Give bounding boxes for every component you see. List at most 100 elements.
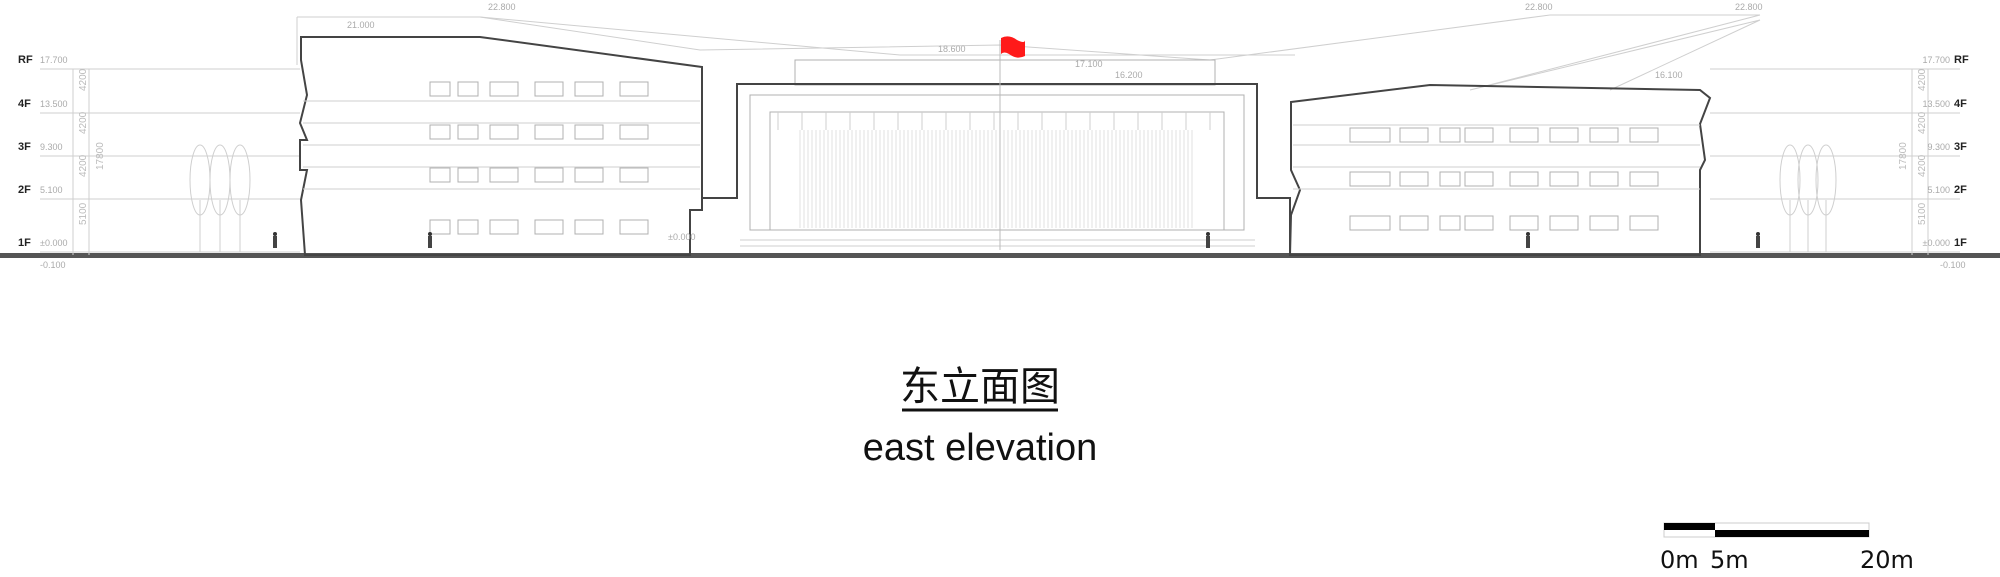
- window: [457, 81, 479, 97]
- window: [1399, 127, 1429, 143]
- drawing-title-en: east elevation: [863, 427, 1098, 469]
- window: [1509, 171, 1539, 187]
- floor-height-label: 4200: [1917, 154, 1928, 177]
- svg-text:22.800: 22.800: [1525, 2, 1553, 12]
- level-name: 3F: [18, 141, 31, 153]
- window: [1589, 215, 1619, 231]
- total-height-label: 17800: [1898, 142, 1909, 170]
- floor-height-label: 4200: [1917, 68, 1928, 91]
- svg-text:0m: 0m: [1660, 546, 1699, 574]
- level-elevation: 9.300: [1927, 142, 1950, 152]
- level-elevation: 5.100: [1927, 185, 1950, 195]
- person-icon: [428, 232, 432, 236]
- window: [429, 124, 451, 140]
- window: [1349, 171, 1391, 187]
- floor-height-label: 5100: [78, 202, 89, 225]
- trees: [189, 144, 1837, 252]
- window: [619, 81, 649, 97]
- window: [1629, 215, 1659, 231]
- window: [619, 219, 649, 235]
- left-wing: [298, 36, 703, 256]
- window: [429, 167, 451, 183]
- level-name: RF: [1954, 54, 1969, 66]
- window: [1509, 127, 1539, 143]
- window: [489, 219, 519, 235]
- center-hall: [689, 59, 1291, 255]
- ground-elevation: -0.100: [1940, 260, 1966, 270]
- floor-height-label: 5100: [1917, 202, 1928, 225]
- level-name: RF: [18, 54, 33, 66]
- floor-height-label: 4200: [78, 68, 89, 91]
- window: [1464, 127, 1494, 143]
- window: [1549, 127, 1579, 143]
- floor-height-label: 4200: [1917, 111, 1928, 134]
- window: [574, 167, 604, 183]
- window: [429, 219, 451, 235]
- window: [1549, 215, 1579, 231]
- svg-text:17.100: 17.100: [1075, 59, 1103, 69]
- window: [457, 219, 479, 235]
- window: [534, 219, 564, 235]
- svg-text:18.600: 18.600: [938, 44, 966, 54]
- level-name: 4F: [18, 98, 31, 110]
- window: [1439, 215, 1461, 231]
- window: [489, 167, 519, 183]
- window: [574, 81, 604, 97]
- window: [1629, 127, 1659, 143]
- window: [489, 124, 519, 140]
- drawing-title-cn: 东立面图: [900, 364, 1060, 410]
- window: [1399, 215, 1429, 231]
- svg-text:16.200: 16.200: [1115, 70, 1143, 80]
- flag-icon: [1001, 36, 1025, 58]
- total-height-label: 17800: [95, 142, 106, 170]
- level-elevation: ±0.000: [1923, 238, 1950, 248]
- level-name: 1F: [18, 237, 31, 249]
- window: [1464, 171, 1494, 187]
- person-icon: [1206, 232, 1210, 236]
- window: [429, 81, 451, 97]
- person-icon: [1756, 232, 1760, 236]
- elevation-marks: 21.000 22.800 18.600 17.100 16.200 22.80…: [347, 2, 1763, 242]
- window: [1349, 215, 1391, 231]
- window: [534, 124, 564, 140]
- window: [1439, 127, 1461, 143]
- person-icon: [1526, 232, 1530, 236]
- svg-text:22.800: 22.800: [488, 2, 516, 12]
- ground-elevation: -0.100: [40, 260, 66, 270]
- level-name: 2F: [1954, 184, 1967, 196]
- window: [1439, 171, 1461, 187]
- window: [1464, 215, 1494, 231]
- window: [1349, 127, 1391, 143]
- svg-text:5m: 5m: [1710, 546, 1749, 574]
- level-name: 4F: [1954, 98, 1967, 110]
- svg-text:20m: 20m: [1860, 546, 1914, 574]
- window: [1629, 171, 1659, 187]
- level-elevation: 9.300: [40, 142, 63, 152]
- floor-height-label: 4200: [78, 111, 89, 134]
- right-wing: [1288, 83, 1712, 256]
- ground-line: [0, 253, 2000, 258]
- window: [489, 81, 519, 97]
- person-icon: [273, 232, 277, 236]
- window: [574, 124, 604, 140]
- window: [1399, 171, 1429, 187]
- level-elevation: 13.500: [40, 99, 68, 109]
- window: [574, 219, 604, 235]
- level-name: 3F: [1954, 141, 1967, 153]
- window: [619, 124, 649, 140]
- roof-canopy: [296, 14, 1761, 91]
- flag: [999, 36, 1025, 250]
- level-elevation: 17.700: [1922, 55, 1950, 65]
- floor-height-label: 4200: [78, 154, 89, 177]
- human-figures: [273, 232, 1760, 248]
- window: [619, 167, 649, 183]
- window: [1589, 171, 1619, 187]
- svg-text:±0.000: ±0.000: [668, 232, 695, 242]
- svg-text:22.800: 22.800: [1735, 2, 1763, 12]
- window: [457, 167, 479, 183]
- window: [534, 167, 564, 183]
- window: [534, 81, 564, 97]
